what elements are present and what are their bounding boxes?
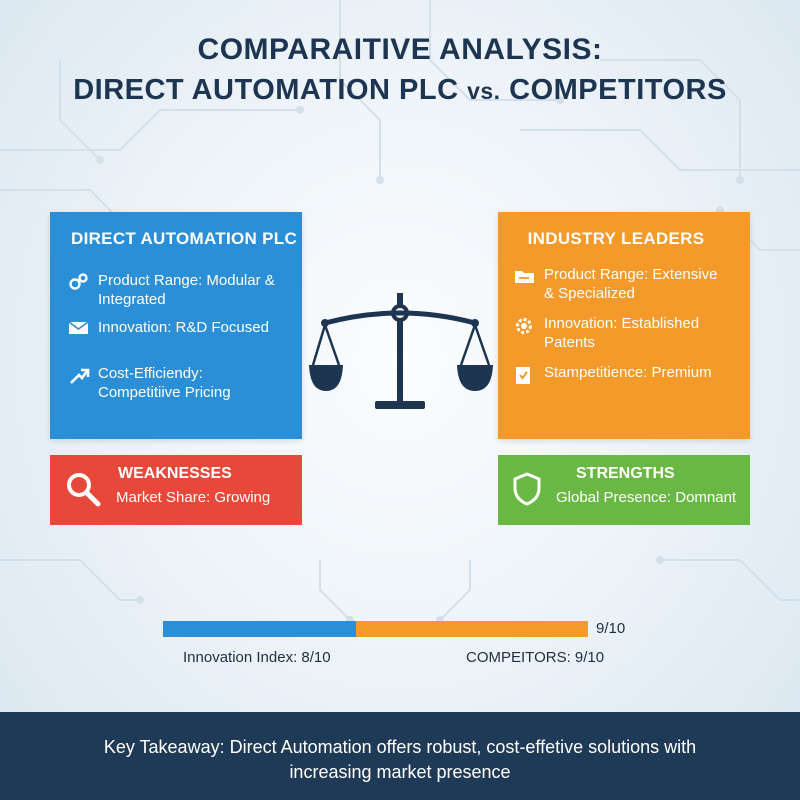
title-competitors: Competitors: [509, 74, 727, 106]
title-subject: Direct Automation PLC: [73, 74, 459, 106]
da-item-label: Cost-Efficiendy: Competitiive Pricing: [98, 365, 231, 401]
shield-icon: [512, 472, 542, 511]
key-takeaway-text: Key Takeaway: Direct Automation offers r…: [103, 737, 697, 782]
weaknesses-heading: WEAKNESSES: [118, 465, 232, 482]
il-item-label: Innovation: Established Patents: [544, 315, 700, 351]
strengths-text: Global Presence: Domnant: [556, 489, 737, 506]
innovation-index-label: Innovation Index: 8/10: [183, 649, 331, 666]
title-vs: vs.: [467, 78, 501, 104]
innovation-bar-segment: [163, 621, 357, 637]
clipboard-icon: [514, 363, 544, 385]
competitors-score-label: COMPEITORS: 9/10: [466, 649, 605, 666]
il-item-innovation: Innovation: Established Patents: [514, 314, 729, 352]
da-item-product-range: Product Range: Modular & Integrated: [68, 271, 283, 309]
key-takeaway-footer: Key Takeaway: Direct Automation offers r…: [0, 712, 800, 800]
balance-scale-icon: [309, 293, 493, 409]
direct-automation-card: DIRECT AUTOMATION PLC Product Range: Mod…: [50, 212, 302, 439]
il-item-label: Product Range: Extensive & Specialized: [544, 266, 718, 302]
page-title: Comparaitive Analysis: Direct Automation…: [0, 30, 800, 111]
da-item-innovation: Innovation: R&D Focused: [68, 318, 283, 337]
il-item-label: Stampetitience: Premium: [544, 364, 712, 381]
strengths-box: STRENGTHS Global Presence: Domnant: [498, 455, 750, 525]
industry-leaders-heading: INDUSTRY LEADERS: [527, 229, 705, 248]
folder-icon: [514, 265, 544, 285]
industry-leaders-card: INDUSTRY LEADERS Product Range: Extensiv…: [498, 212, 750, 439]
da-item-label: Innovation: R&D Focused: [98, 319, 269, 336]
direct-automation-heading: DIRECT AUTOMATION PLC: [71, 229, 298, 248]
strengths-heading: STRENGTHS: [576, 465, 675, 482]
il-item-premium: Stampetitience: Premium: [514, 363, 729, 385]
gears-icon: [68, 271, 98, 291]
comparison-bar: [163, 621, 588, 637]
da-item-label: Product Range: Modular & Integrated: [98, 272, 275, 308]
envelope-icon: [68, 318, 98, 336]
gear-icon: [514, 314, 544, 336]
arrow-icon: [68, 364, 98, 386]
magnifier-icon: [64, 470, 102, 513]
competitors-bar-segment: [356, 621, 588, 637]
weaknesses-text: Market Share: Growing: [116, 489, 271, 506]
weaknesses-box: WEAKNESSES Market Share: Growing: [50, 455, 302, 525]
title-line-2: Direct Automation PLC vs. Competitors: [0, 70, 800, 111]
title-line-1: Comparaitive Analysis:: [197, 33, 603, 66]
da-item-cost-efficiency: Cost-Efficiendy: Competitiive Pricing: [68, 364, 283, 402]
il-item-product-range: Product Range: Extensive & Specialized: [514, 265, 729, 303]
bar-score-label: 9/10: [596, 620, 626, 637]
